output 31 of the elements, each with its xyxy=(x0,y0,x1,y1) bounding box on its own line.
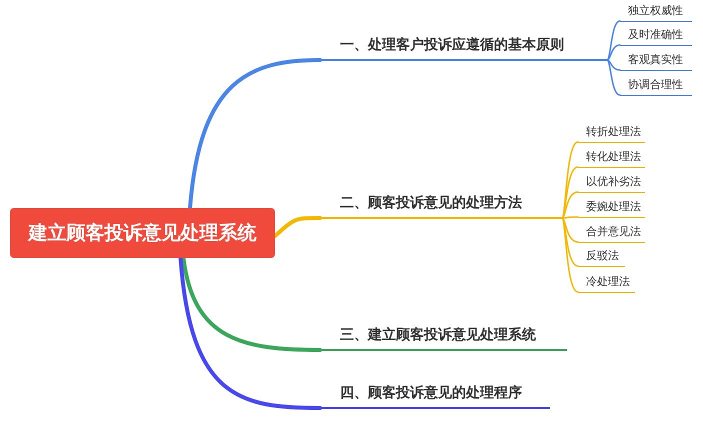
subtopic-label: 以优补劣法 xyxy=(578,173,645,193)
subtopic-label: 独立权威性 xyxy=(620,2,692,22)
branch-topic: 一、处理客户投诉应遵循的基本原则 xyxy=(320,32,607,61)
subtopic-label: 客观真实性 xyxy=(620,51,692,71)
subtopic-label: 合并意见法 xyxy=(578,223,645,243)
branch-connector xyxy=(273,216,322,238)
branch-connector xyxy=(606,20,621,61)
branch-connector xyxy=(561,217,579,243)
branch-connector xyxy=(561,191,579,219)
branch-connector xyxy=(561,141,579,219)
branch-topic: 四、顾客投诉意见的处理程序 xyxy=(320,380,550,409)
branch-topic: 二、顾客投诉意见的处理方法 xyxy=(320,190,562,219)
branch-connector xyxy=(561,216,579,219)
branch-connector xyxy=(188,58,322,210)
subtopic-label: 冷处理法 xyxy=(578,273,635,293)
subtopic-label: 转化处理法 xyxy=(578,148,645,168)
branch-connector xyxy=(606,44,621,61)
subtopic-label: 转折处理法 xyxy=(578,123,645,143)
branch-connector xyxy=(561,217,579,267)
branch-connector xyxy=(181,256,322,352)
branch-connector xyxy=(561,217,579,293)
branch-connector xyxy=(561,166,579,219)
branch-topic: 三、建立顾客投诉意见处理系统 xyxy=(320,322,567,351)
subtopic-label: 反驳法 xyxy=(578,247,625,267)
subtopic-label: 及时准确性 xyxy=(620,26,692,46)
branch-connector xyxy=(178,256,322,410)
root-topic-box: 建立顾客投诉意见处理系统 xyxy=(10,208,275,258)
branch-connector xyxy=(606,59,621,96)
subtopic-label: 委婉处理法 xyxy=(578,198,645,218)
subtopic-label: 协调合理性 xyxy=(620,76,692,96)
branch-connector xyxy=(606,59,621,71)
